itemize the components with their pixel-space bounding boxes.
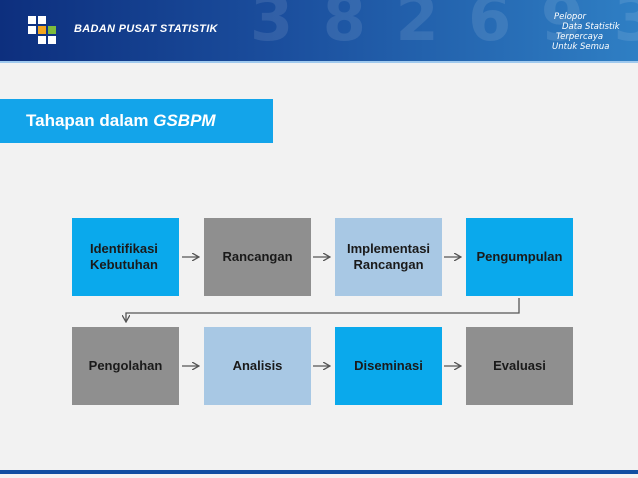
page-title: Tahapan dalam GSBPM <box>26 111 216 131</box>
step-label: Implementasi Rancangan <box>346 241 431 272</box>
step-analisis: Analisis <box>204 327 311 405</box>
step-evaluasi: Evaluasi <box>466 327 573 405</box>
step-diseminasi: Diseminasi <box>335 327 442 405</box>
motto-line-1: Pelopor <box>554 12 587 22</box>
motto: Pelopor Data Statistik Terpercaya Untuk … <box>552 12 638 52</box>
step-implementasi-rancangan: Implementasi Rancangan <box>335 218 442 296</box>
step-rancangan: Rancangan <box>204 218 311 296</box>
header-bar: 3 8 2 6 9 3 4 5 BADAN PUSAT STATISTIK Pe… <box>0 0 638 61</box>
title-prefix: Tahapan dalam <box>26 111 149 130</box>
step-label: Pengolahan <box>88 358 163 373</box>
step-label: Rancangan <box>222 249 293 264</box>
step-identifikasi-kebutuhan: Identifikasi Kebutuhan <box>72 218 179 296</box>
motto-line-3: Terpercaya <box>556 32 604 42</box>
step-label: Analisis <box>232 358 283 373</box>
arrow-4-5 <box>126 298 520 322</box>
header-divider <box>0 61 638 63</box>
bps-logo-icon <box>28 16 56 44</box>
step-pengolahan: Pengolahan <box>72 327 179 405</box>
step-label: Identifikasi Kebutuhan <box>90 241 158 272</box>
org-name: BADAN PUSAT STATISTIK <box>74 23 218 35</box>
footer-bar <box>0 470 638 474</box>
motto-line-4: Untuk Semua <box>552 42 610 52</box>
title-band <box>0 99 273 143</box>
step-pengumpulan: Pengumpulan <box>466 218 573 296</box>
title-emphasis: GSBPM <box>153 111 216 130</box>
motto-line-2: Data Statistik <box>562 22 620 32</box>
step-label: Evaluasi <box>493 358 546 373</box>
step-label: Pengumpulan <box>476 249 563 264</box>
step-label: Diseminasi <box>354 358 423 373</box>
